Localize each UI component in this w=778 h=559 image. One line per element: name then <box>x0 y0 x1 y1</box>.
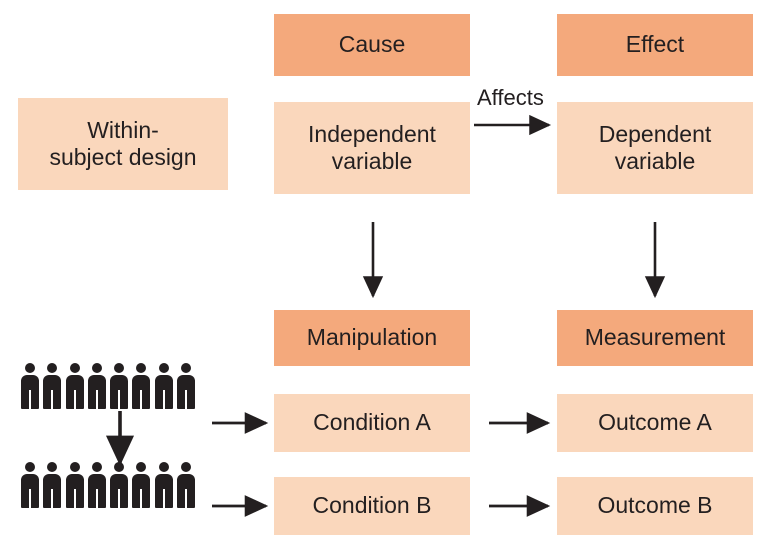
condition-a-box: Condition A <box>274 394 470 452</box>
independent-variable-box: Independent variable <box>274 102 470 194</box>
person-icon <box>41 363 63 409</box>
person-icon <box>175 363 197 409</box>
design-type-box: Within- subject design <box>18 98 228 190</box>
outcome-b-box: Outcome B <box>557 477 753 535</box>
condition-b-box: Condition B <box>274 477 470 535</box>
participant-group-b <box>19 462 197 508</box>
person-icon <box>64 363 86 409</box>
person-icon <box>19 363 41 409</box>
effect-header-box: Effect <box>557 14 753 76</box>
person-icon <box>64 462 86 508</box>
person-icon <box>86 363 108 409</box>
person-icon <box>108 462 130 508</box>
affects-label: Affects <box>477 85 544 110</box>
participant-group-a <box>19 363 197 409</box>
person-icon <box>175 462 197 508</box>
person-icon <box>86 462 108 508</box>
person-icon <box>153 462 175 508</box>
person-icon <box>130 462 152 508</box>
measurement-header-box: Measurement <box>557 310 753 366</box>
person-icon <box>108 363 130 409</box>
outcome-a-box: Outcome A <box>557 394 753 452</box>
person-icon <box>19 462 41 508</box>
person-icon <box>130 363 152 409</box>
person-icon <box>153 363 175 409</box>
dependent-variable-box: Dependent variable <box>557 102 753 194</box>
cause-header-box: Cause <box>274 14 470 76</box>
person-icon <box>41 462 63 508</box>
manipulation-header-box: Manipulation <box>274 310 470 366</box>
